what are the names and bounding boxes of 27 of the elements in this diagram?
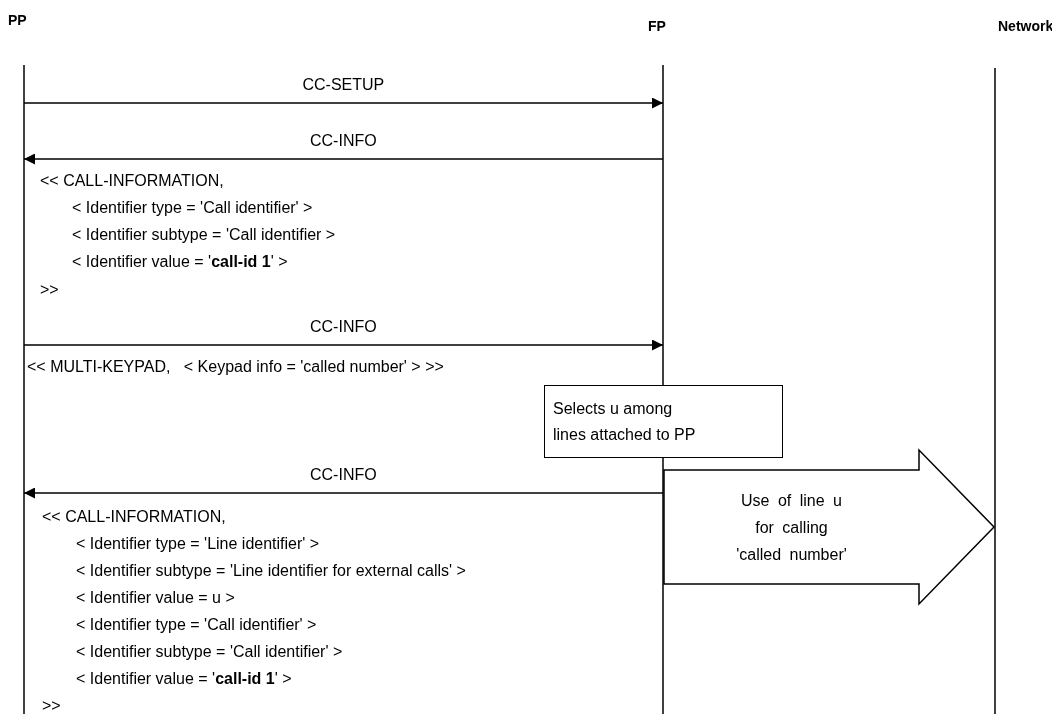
message-arrow xyxy=(23,153,664,165)
parameter-text: < Identifier value = u > xyxy=(76,589,235,607)
message-arrow xyxy=(23,339,664,351)
participant-label: PP xyxy=(8,12,27,28)
parameter-text: << CALL-INFORMATION, xyxy=(42,508,226,526)
parameter-text: >> xyxy=(40,281,59,299)
message-label: CC-INFO xyxy=(310,466,377,484)
parameter-text: < Identifier subtype = 'Line identifier for external calls' > xyxy=(76,562,466,580)
parameter-text: < Identifier subtype = 'Call identifier' > xyxy=(76,643,343,661)
message-label: CC-INFO xyxy=(310,132,377,150)
message-arrow xyxy=(23,97,664,109)
message-arrow xyxy=(23,487,664,499)
parameter-text: << MULTI-KEYPAD, < Keypad info = 'called number' > >> xyxy=(27,358,444,376)
parameter-text: < Identifier type = 'Call identifier' > xyxy=(72,199,313,217)
parameter-text: < Identifier subtype = 'Call identifier > xyxy=(72,226,336,244)
parameter-text: >> xyxy=(42,697,61,714)
message-label: CC-SETUP xyxy=(302,76,385,94)
parameter-text: < Identifier value = 'call-id 1' > xyxy=(76,670,292,688)
parameter-text: < Identifier value = 'call-id 1' > xyxy=(72,253,288,271)
parameter-text: << CALL-INFORMATION, xyxy=(40,172,224,190)
block-arrow-text: Use of line u for calling 'called number' xyxy=(735,490,848,565)
participant-label: FP xyxy=(648,18,666,34)
message-label: CC-INFO xyxy=(310,318,377,336)
block-arrow xyxy=(663,448,996,606)
note-box: Selects u among lines attached to PP xyxy=(544,385,783,458)
parameter-text: < Identifier type = 'Call identifier' > xyxy=(76,616,317,634)
parameter-text: < Identifier type = 'Line identifier' > xyxy=(76,535,320,553)
